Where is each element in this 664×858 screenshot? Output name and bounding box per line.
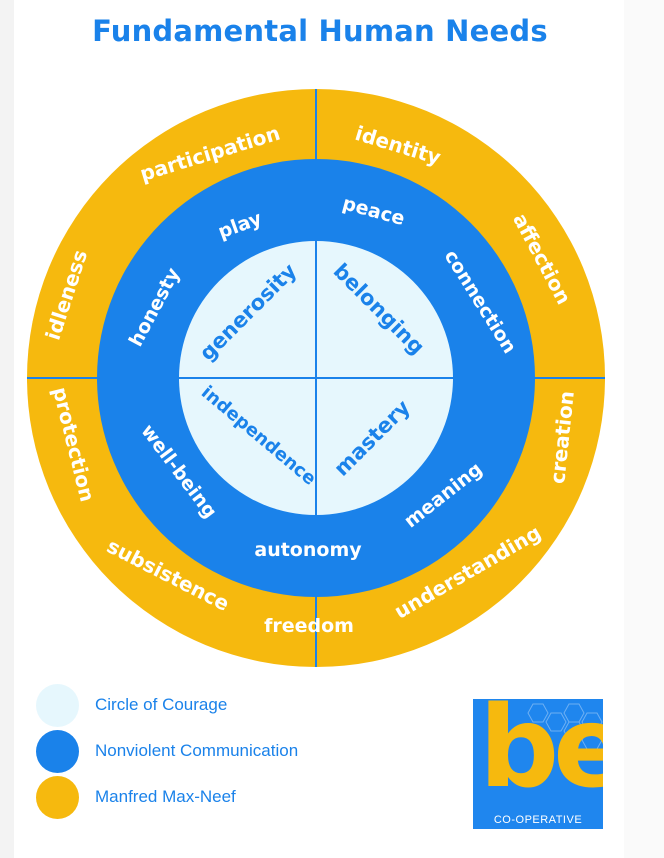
legend-label: Manfred Max-Neef (95, 787, 236, 806)
legend-label: Nonviolent Communication (95, 741, 299, 760)
page-edge-left (0, 0, 14, 858)
legend-swatch (36, 683, 79, 727)
hexagon-pattern (527, 703, 603, 750)
legend-label: Circle of Courage (95, 695, 228, 714)
middle-label-autonomy: autonomy (254, 539, 362, 561)
be-cooperative-logo: be CO-OPERATIVE (473, 699, 603, 829)
legend: Circle of Courage Nonviolent Communicati… (36, 682, 298, 820)
page-title: Fundamental Human Needs (92, 14, 548, 48)
outer-label-freedom: freedom (264, 615, 354, 637)
legend-swatch (36, 775, 79, 819)
logo-mark: be (479, 699, 603, 813)
legend-item-circle-of-courage: Circle of Courage (36, 682, 298, 728)
needs-wheel: generosity belonging independence master… (27, 89, 605, 667)
logo-subtitle: CO-OPERATIVE (493, 814, 583, 826)
legend-item-nonviolent-communication: Nonviolent Communication (36, 728, 298, 774)
legend-item-manfred-max-neef: Manfred Max-Neef (36, 774, 298, 820)
legend-swatch (36, 729, 79, 773)
page-edge-right (624, 0, 664, 858)
